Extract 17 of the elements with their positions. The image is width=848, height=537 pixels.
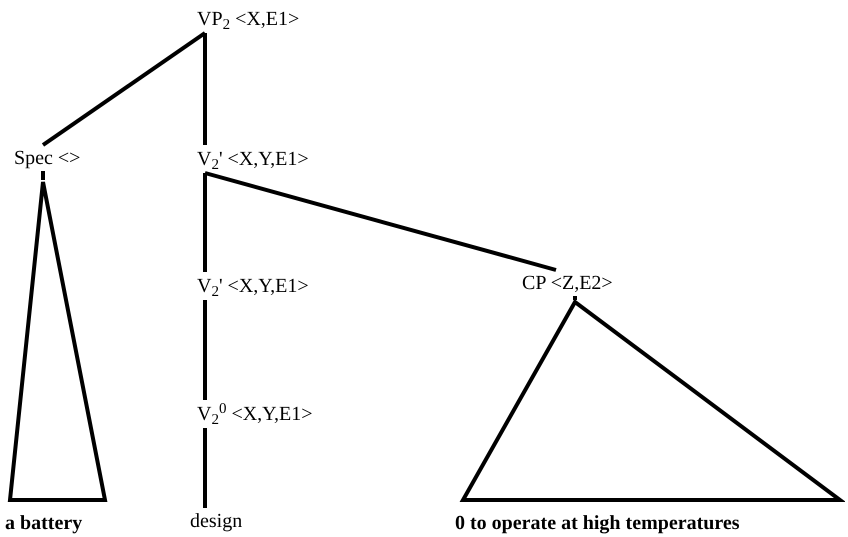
tree-branch [41,171,45,180]
node-label: V$_{2}$' <X,Y,E1> [197,145,309,173]
node-label: VP$_{2}$ <X,E1> [197,5,300,33]
tree-branch [203,33,207,145]
leaf-text: a battery [5,513,82,533]
leaf-text: 0 to operate at high temperatures [455,513,740,533]
tree-branch [573,296,577,300]
tree-branch [203,300,207,400]
tree-branch [203,173,207,272]
tree-branch [203,428,207,508]
leaf-text: design [190,508,242,533]
tree-branch [42,31,206,147]
node-label: V$_{2}$$^{0}$ <X,Y,E1> [197,400,313,428]
node-label: Spec <> [14,145,80,171]
node-label: CP <Z,E2> [522,270,613,296]
node-label: V$_{2}$' <X,Y,E1> [197,272,309,300]
tree-branch [204,171,557,272]
